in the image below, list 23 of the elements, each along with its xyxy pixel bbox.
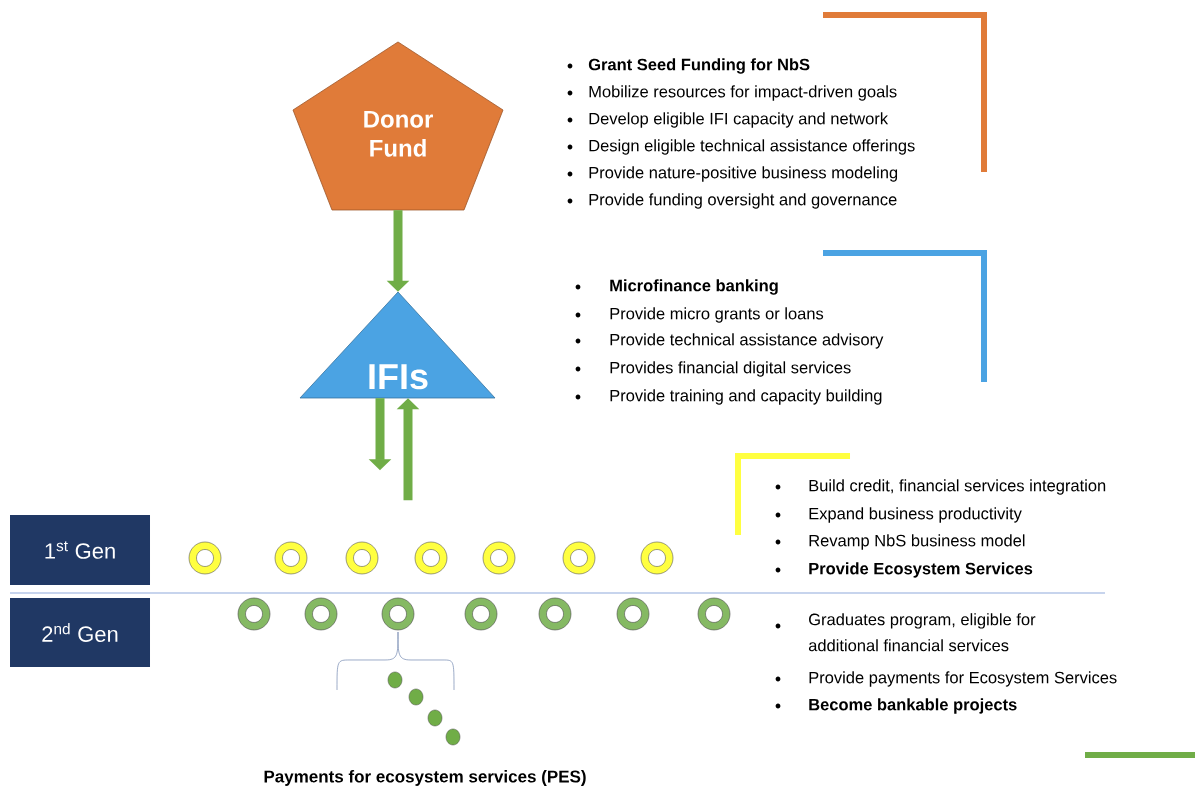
generation-box: 2$^{nd}$ Gen — [10, 598, 150, 667]
list-item: Mobilize resources for impact-driven goals — [589, 85, 897, 101]
triangle: IFIs — [299, 291, 496, 399]
list-item: Provides financial digital services — [610, 361, 851, 377]
list-item: Microfinance banking — [610, 279, 778, 295]
list-item: Provide funding oversight and governance — [589, 193, 897, 209]
list-item: Revamp NbS business model — [809, 534, 1025, 550]
list-item: Become bankable projects — [809, 698, 1017, 714]
list-item: Expand business productivity — [809, 507, 1022, 523]
generation-box: 1$^{st}$ Gen — [10, 515, 150, 585]
list-item: Provide nature-positive business modeling — [589, 166, 898, 182]
list-item: Grant Seed Funding for NbS — [588, 58, 810, 74]
list-item: Build credit, financial services integration — [809, 479, 1106, 495]
list-item: Provide micro grants or loans — [610, 307, 824, 323]
list-item: Provide training and capacity building — [610, 389, 882, 405]
list-item: Design eligible technical assistance offerings — [589, 139, 915, 155]
list-item: Graduates program, eligible for additional financial services — [808, 613, 1036, 652]
list-item: Provide Ecosystem Services — [809, 562, 1033, 578]
list-item: Provide payments for Ecosystem Services — [809, 671, 1117, 687]
list-item: Provide technical assistance advisory — [610, 333, 884, 349]
pentagon: Donor Fund — [292, 41, 504, 211]
caption-text: Payments for ecosystem services (PES) — [264, 770, 586, 786]
list-item: Develop eligible IFI capacity and network — [589, 112, 889, 128]
